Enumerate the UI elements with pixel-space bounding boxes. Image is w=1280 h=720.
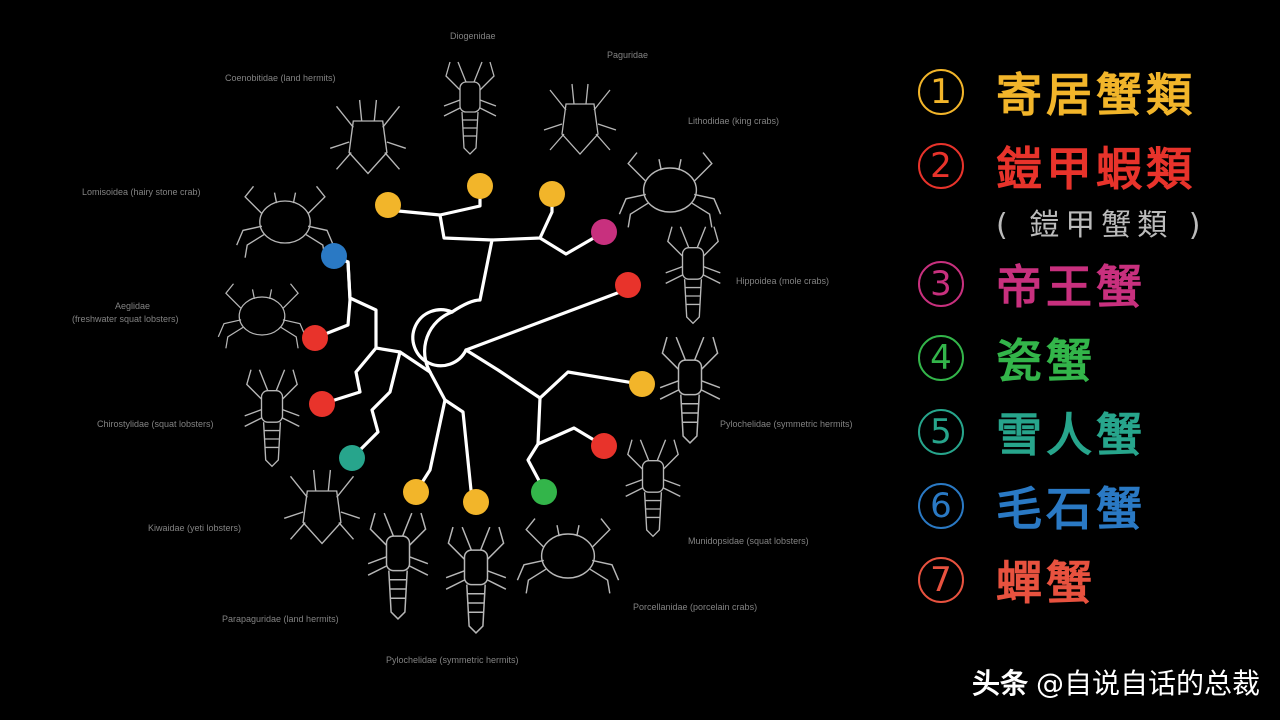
- legend-item-mole-crabs: 7 蟬蟹: [918, 550, 1096, 610]
- porcellanidae-illustration: [516, 518, 620, 594]
- parapaguridae-illustration: [367, 512, 429, 620]
- leaf-node-2: [467, 173, 493, 199]
- label-coenobitidae: Coenobitidae (land hermits): [225, 73, 336, 83]
- tree-branches: [313, 184, 642, 502]
- branch-13: [443, 398, 474, 502]
- legend-name-1: 寄居蟹類: [996, 68, 1196, 122]
- label-parapaguridae: Parapaguridae (land hermits): [222, 614, 339, 624]
- label-aeglidae-sub: (freshwater squat lobsters): [72, 314, 179, 324]
- legend-number-6: 6: [918, 483, 964, 529]
- diogenidae-illustration: [443, 61, 497, 155]
- legend-number-7: 7: [918, 557, 964, 603]
- legend-item-king-crabs: 3 帝王蟹: [918, 254, 1146, 314]
- leaf-node-7: [302, 325, 328, 351]
- watermark-brand: 头条: [971, 667, 1028, 700]
- munidopsidae-illustration: [625, 439, 681, 538]
- branch-14: [464, 348, 642, 400]
- lithodidae-illustration: [618, 152, 722, 228]
- kiwaidae-illustration: [283, 469, 361, 545]
- leaf-node-3: [539, 181, 565, 207]
- label-pylochelidae-right: Pylochelidae (symmetric hermits): [720, 419, 853, 429]
- label-hippoidea: Hippoidea (mole crabs): [736, 276, 830, 286]
- legend-item-squat-lobsters: 2 鎧甲蝦類: [918, 136, 1196, 196]
- branch-4: [438, 184, 494, 314]
- legend-name-3: 帝王蟹: [996, 260, 1146, 314]
- branch-15: [536, 396, 606, 448]
- leaf-node-6: [321, 243, 347, 269]
- leaf-node-13: [591, 433, 617, 459]
- legend-name-4: 瓷蟹: [996, 334, 1096, 388]
- label-lomisoidea: Lomisoidea (hairy stone crab): [82, 187, 201, 197]
- label-aeglidae: Aeglidae: [115, 301, 151, 311]
- label-kiwaidae: Kiwaidae (yeti lobsters): [148, 523, 242, 533]
- label-chirostylidae: Chirostylidae (squat lobsters): [97, 419, 214, 429]
- legend-name-7: 蟬蟹: [996, 556, 1096, 610]
- branch-10: [320, 346, 378, 406]
- leaf-node-8: [309, 391, 335, 417]
- legend-subtitle: ( 鎧甲蟹類 ): [996, 208, 1207, 243]
- chirostylidae-illustration: [244, 369, 300, 468]
- leaf-node-1: [375, 192, 401, 218]
- label-porcellanidae: Porcellanidae (porcelain crabs): [633, 602, 758, 612]
- branch-7: [538, 230, 606, 256]
- label-paguridae: Paguridae: [607, 50, 649, 60]
- legend-name-2: 鎧甲蝦類: [996, 142, 1196, 196]
- branch-12: [414, 370, 447, 494]
- legend-name-5: 雪人蟹: [996, 408, 1146, 462]
- aeglidae-illustration: [217, 283, 307, 349]
- branch-2: [423, 310, 454, 374]
- leaf-node-14: [629, 371, 655, 397]
- branch-3: [464, 287, 630, 352]
- legend-number-3: 3: [918, 261, 964, 307]
- legend-item-yeti-crabs: 5 雪人蟹: [918, 402, 1146, 462]
- legend-number-5: 5: [918, 409, 964, 455]
- leaf-node-12: [531, 479, 557, 505]
- legend-item-hairy-stone-crabs: 6 毛石蟹: [918, 476, 1146, 536]
- lomisoidea-illustration: [236, 185, 334, 258]
- leaf-node-10: [403, 479, 429, 505]
- label-munidopsidae: Munidopsidae (squat lobsters): [688, 536, 809, 546]
- label-diogenidae: Diogenidae: [450, 31, 496, 41]
- leaf-node-11: [463, 489, 489, 515]
- leaf-node-5: [615, 272, 641, 298]
- watermark: 头条@自说自话的总裁: [972, 662, 1260, 702]
- legend-number-1: 1: [918, 69, 964, 115]
- branch-1: [411, 308, 468, 368]
- leaf-node-4: [591, 219, 617, 245]
- pylochelidae-right-illustration: [659, 336, 721, 444]
- legend-item-hermit-crabs: 1 寄居蟹類: [918, 62, 1196, 122]
- coenobitidae-illustration: [329, 99, 407, 175]
- hippoidea-illustration: [665, 226, 721, 325]
- legend-name-6: 毛石蟹: [996, 482, 1146, 536]
- branch-16: [526, 442, 546, 492]
- label-lithodidae: Lithodidae (king crabs): [688, 116, 780, 126]
- tree-leaf-nodes: [302, 173, 655, 515]
- legend-item-porcelain-crabs: 4 瓷蟹: [918, 328, 1096, 388]
- branch-11: [350, 350, 402, 460]
- label-pylochelidae-bottom: Pylochelidae (symmetric hermits): [386, 655, 519, 665]
- watermark-handle: @自说自话的总裁: [1035, 667, 1260, 700]
- legend-number-2: 2: [918, 143, 964, 189]
- pylochelidae-bottom-illustration: [445, 526, 507, 634]
- leaf-node-9: [339, 445, 365, 471]
- legend-number-4: 4: [918, 335, 964, 381]
- branch-9: [313, 260, 352, 340]
- animal-illustrations: [217, 61, 722, 634]
- paguridae-illustration: [543, 83, 617, 155]
